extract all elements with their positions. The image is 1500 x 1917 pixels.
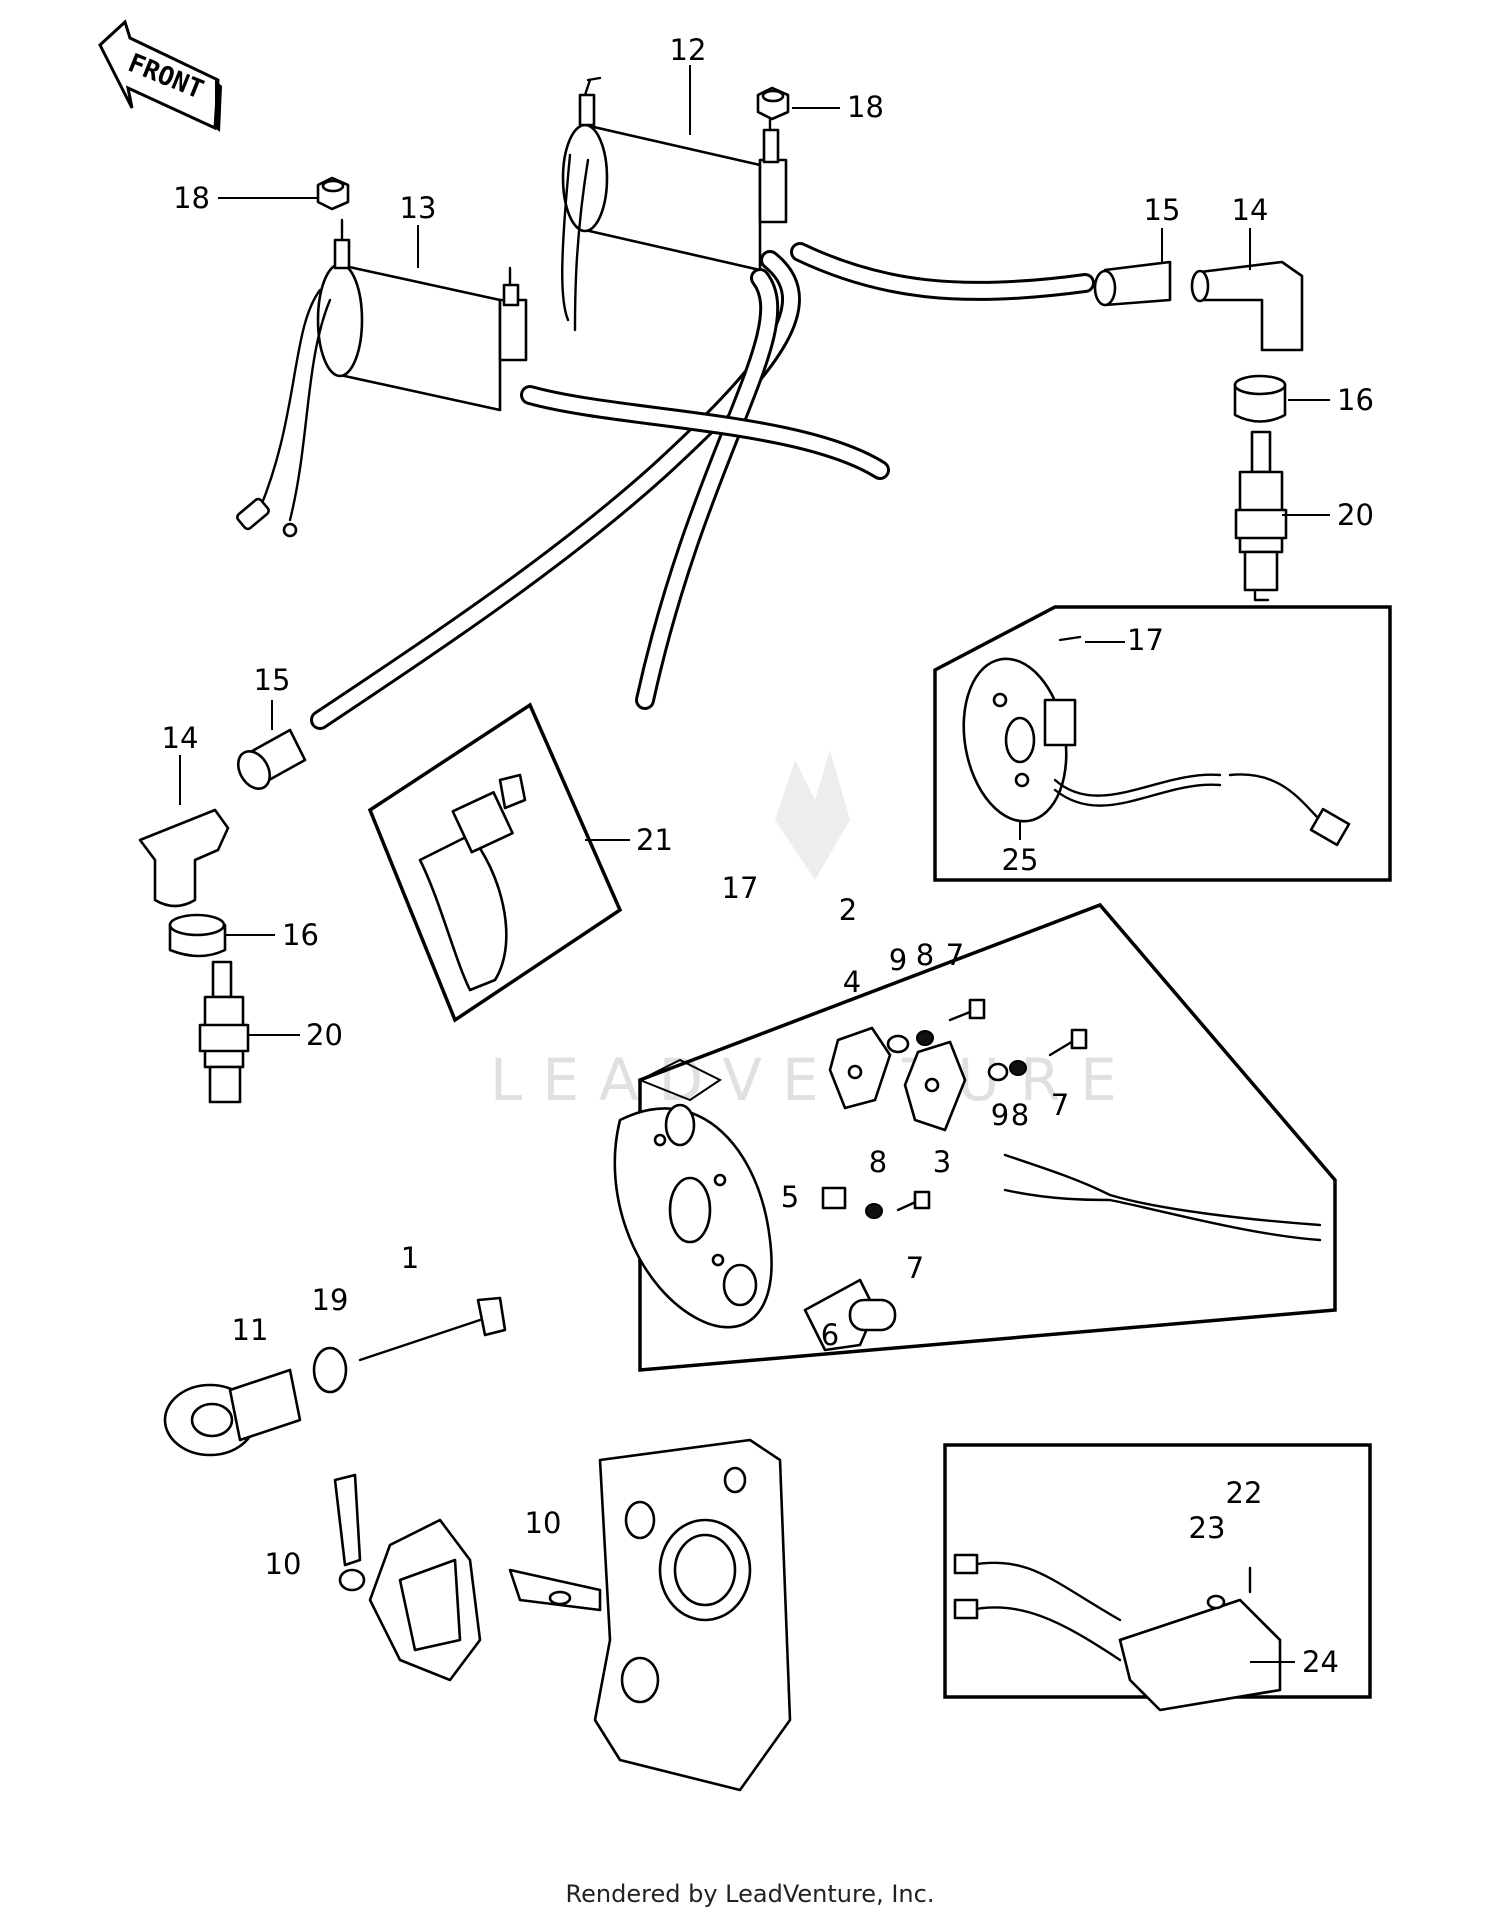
callout-8-top: 8 <box>916 938 934 972</box>
suppressor-cap-15-right <box>1093 260 1172 307</box>
callout-15-left: 15 <box>254 663 291 697</box>
callout-10-right: 10 <box>525 1506 562 1540</box>
ht-lead-rear-coil <box>310 242 1095 730</box>
callout-20-left: 20 <box>306 1018 343 1052</box>
clamp-10-left <box>333 1473 366 1592</box>
callout-16-right: 16 <box>1337 383 1374 417</box>
callout-1: 1 <box>401 1241 419 1275</box>
callout-19: 19 <box>312 1283 349 1317</box>
footer-credit: Rendered by LeadVenture, Inc. <box>565 1880 935 1908</box>
ht-lead-front-coil <box>520 385 890 480</box>
seal-16-left <box>168 913 227 958</box>
igniter-24-box <box>943 1443 1372 1712</box>
callout-3: 3 <box>933 1145 951 1179</box>
nut-18-rear <box>756 86 790 121</box>
callout-11: 11 <box>232 1313 269 1347</box>
callout-21: 21 <box>636 823 673 857</box>
bolt-1 <box>358 1296 507 1362</box>
callout-7-top: 7 <box>946 938 964 972</box>
callout-20-right: 20 <box>1337 498 1374 532</box>
callout-24: 24 <box>1302 1645 1339 1679</box>
callout-4: 4 <box>843 965 861 999</box>
callout-8-lower: 8 <box>869 1145 887 1179</box>
callout-2: 2 <box>839 893 857 927</box>
front-arrow-icon: FRONT <box>98 19 222 132</box>
plug-cap-assembly-21-box <box>367 702 623 1023</box>
callout-23: 23 <box>1189 1511 1226 1545</box>
ignition-coil-12 <box>561 76 788 332</box>
plug-cap-14-left <box>138 808 230 908</box>
gasket-cover <box>368 1518 482 1682</box>
nut-18-front <box>316 176 350 211</box>
callout-5: 5 <box>781 1180 799 1214</box>
callouts: 12 18 18 13 15 14 16 20 17 25 15 14 21 1… <box>162 33 1374 1679</box>
callout-22: 22 <box>1226 1476 1263 1510</box>
callout-15-right: 15 <box>1144 193 1181 227</box>
callout-14-right: 14 <box>1232 193 1269 227</box>
callout-6: 6 <box>821 1318 839 1352</box>
ring-19 <box>312 1346 348 1394</box>
spark-plug-20-right <box>1234 430 1288 602</box>
seal-16-right <box>1233 374 1287 423</box>
watermark-logo-icon <box>775 750 850 880</box>
callout-12: 12 <box>670 33 707 67</box>
callout-17-left: 17 <box>722 871 759 905</box>
suppressor-cap-15-left <box>236 728 307 790</box>
crankcase-cover <box>593 1438 792 1792</box>
callout-25: 25 <box>1002 843 1039 877</box>
callout-9-top: 9 <box>889 943 907 977</box>
callout-10-left: 10 <box>265 1547 302 1581</box>
callout-17-right: 17 <box>1127 623 1164 657</box>
watermark-text: LEADVENTURE <box>490 1046 1137 1114</box>
clamp-10-right <box>508 1568 602 1612</box>
callout-13: 13 <box>400 191 437 225</box>
plug-cap-14-right <box>1190 260 1304 352</box>
pickup-coil-25-box <box>933 605 1392 882</box>
leader-lines <box>179 65 1330 1663</box>
callout-14-left: 14 <box>162 721 199 755</box>
contact-breaker-box <box>613 902 1337 1372</box>
watermark: LEADVENTURE <box>490 750 1137 1114</box>
callout-7-right: 7 <box>1051 1088 1069 1122</box>
callout-18-rear: 18 <box>847 90 884 124</box>
callout-16-left: 16 <box>282 918 319 952</box>
callout-7-lower: 7 <box>906 1251 924 1285</box>
spark-plug-20-left <box>198 960 250 1104</box>
callout-8-right: 8 <box>1011 1098 1029 1132</box>
advancer-shaft-11 <box>163 1368 302 1457</box>
ignition-coil-13 <box>236 218 528 538</box>
callout-18-front: 18 <box>173 181 210 215</box>
callout-9-right: 9 <box>991 1098 1009 1132</box>
